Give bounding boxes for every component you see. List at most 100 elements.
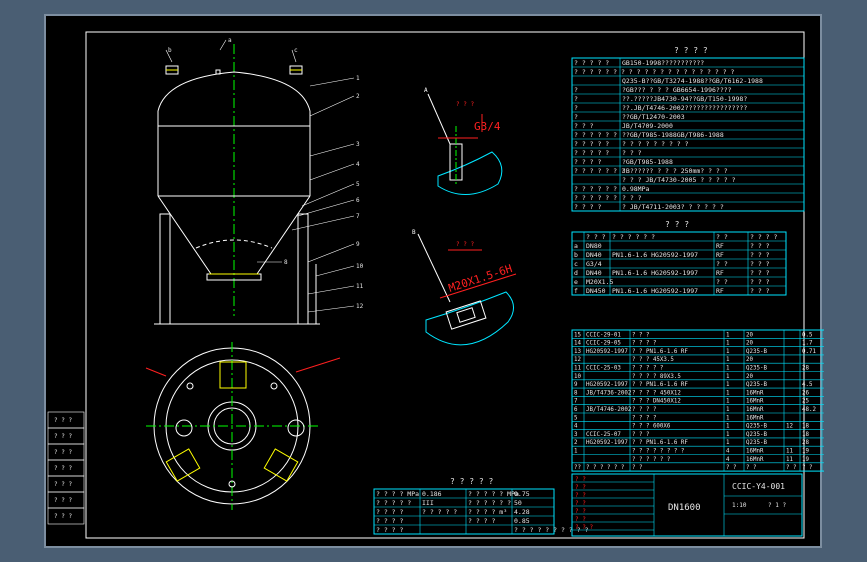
callout-leader [315,265,355,277]
parts-table-cell: 18 [802,424,809,430]
tech-table-cell: ? ? ? [622,194,642,202]
nozzle-table-cell: ? ? [716,278,728,286]
callout-number: 9 [356,241,360,248]
parts-table-cell: ? ? ? ? 89X3.5 [632,374,681,380]
callout-leader [309,163,355,181]
parts-table-cell: ? ? ? ? [632,341,656,347]
tech-table-cell: ??GB/T12470-2003 [622,113,685,121]
tech-table-cell: ? ? ? ? [574,203,601,211]
plan-bolt-2 [270,382,278,390]
title-block-label: ? ? [575,492,586,499]
title-block-frame [571,473,803,537]
nozzle-table-cell: ? ? ? [750,269,770,277]
nozzle-table-cell: DN450 [586,287,606,295]
parts-table-cell: ? ? ? DN450X12 [632,399,681,405]
cone-hidden-line [195,239,273,249]
tech-table-cell: JB/T4709-2000 [622,122,673,130]
part-name: DN1600 [668,503,701,513]
parts-table-cell: CCIC-25-07 [586,432,621,438]
design-table-cell: ? ? ? ? ? MPa [468,490,519,498]
callout-number: a [228,37,232,44]
callout-number: 7 [356,213,360,220]
callout-number: b [168,47,172,54]
nozzle-table-cell: PN1.6-1.6 HG20592-1997 [612,251,698,259]
parts-table-cell: 18 [802,432,809,438]
parts-table-cell: 4 [726,457,730,463]
tech-table-cell: ? ? ? ? ? ? [574,194,617,202]
parts-table-cell: JB/T4746-2002 [586,407,631,413]
engineering-drawing: ? ? ?? ? ?? ? ?? ? ?? ? ?? ? ?? ? ? [47,31,824,539]
parts-table-cell: 1 [726,382,730,388]
detail-g34: G3/4 ? ? ? A [424,87,503,195]
parts-table-cell: 19 [802,457,809,463]
nozzle-table-cell: M20X1.5 [586,278,613,286]
design-table-cell: III [422,499,434,507]
nozzle-table-cell: PN1.6-1.6 HG20592-1997 [612,269,698,277]
nozzle-table-cell: RF [716,287,724,295]
nozzle-table-cell: RF [716,269,724,277]
parts-table-cell: ? ? ? ? ? ? [632,457,670,463]
left-strip-cell [47,507,85,525]
parts-table-cell: ? ? [786,465,796,471]
technical-requirements-table: ? ? ? ? ?GB150-1998???????????? ? ? ? ? … [571,46,805,212]
parts-table-cell: 7 [574,399,578,405]
parts-table-cell: 4.5 [802,382,813,388]
design-table-cell: ? ? ? ? ? ? ? ? ? ? [514,526,588,534]
nozzle-table-cell: ? ? ? ? [750,233,777,241]
nozzle-table-cell: DN40 [586,251,602,259]
tech-table-cell: ? ? ? ? ? ? ? ? ? ? ? ? ? ? ? ? ? ? ? ? … [574,68,735,76]
drawing-number: CCIC-Y4-001 [732,482,785,491]
detail-b-ref: B [412,229,416,236]
tech-table-cell: ? ? ? ? ? [574,149,609,157]
tank-front-view [154,44,320,325]
nozzle-table-cell: ? ? ? [750,251,770,259]
tech-table-cell: ? ? ? ? ? [574,59,609,67]
tech-table-cell: ? ? ? [622,149,642,157]
parts-table-cell: 19 [802,449,809,455]
parts-table-cell: CCIC-29-05 [586,341,621,347]
callout-number: 2 [356,93,360,100]
parts-table-cell: HG20592-1997 [586,440,628,446]
nozzle-table-title: ? ? ? [665,220,689,229]
parts-table-cell: 1 [574,449,578,455]
parts-table-cell: 16MnR [746,449,764,455]
design-table-cell: ? ? ? ? [376,517,403,525]
callout-number: 12 [356,303,364,310]
callout-leader [309,95,355,117]
callout-leader [165,49,173,63]
parts-table-cell: ? ? [632,465,642,471]
parts-table-cell: 28 [802,366,809,372]
title-block-label: ? ? [575,476,586,483]
callout-number: 8 [284,259,288,266]
design-table-cell: ? ? ? ? m³ [468,508,507,516]
parts-table-cell: 1 [726,357,730,363]
parts-table-cell: 2 [574,440,578,446]
nozzle-table-frame [571,231,787,296]
tech-table-cell: 0.98MPa [622,185,649,193]
tech-table-cell: ? JB/T4711-2003? ? ? ? ? ? [622,203,724,211]
parts-table-cell: 4 [726,449,730,455]
nozzle-table-cell: a [574,242,578,250]
tech-table-cell: ? ? ? ? ? ? [574,185,617,193]
detail-m20: M20X1.5-6H ? ? ? B [412,229,517,346]
tech-table-cell: ?GB??? ? ? ? GB6654-1996???? [622,86,732,94]
parts-table-cell: ? ? PN1.6-1.6 RF [632,440,688,446]
detail-b-label: M20X1.5-6H [447,262,514,295]
callout-number: 11 [356,283,364,290]
parts-table-cell: ? ? [746,465,756,471]
plan-lug-top [219,361,247,389]
detail-b-boss [445,300,487,330]
parts-table-cell: CCIC-25-03 [586,366,621,372]
parts-table-cell: 13 [574,349,581,355]
parts-table-cell: 1 [726,374,730,380]
design-table-cell: ? ? ? ? [468,517,495,525]
left-strip-label: ? ? ? [54,465,72,472]
title-block-label: ? ? [575,516,586,523]
parts-table-cell: 10 [574,374,581,380]
parts-table-cell: 1 [726,399,730,405]
parts-table-cell: 11 [574,366,581,372]
parts-table-cell: HG20592-1997 [586,349,628,355]
nozzle-table-cell: RF [716,242,724,250]
cad-drawing-viewport[interactable]: ? ? ?? ? ?? ? ?? ? ?? ? ?? ? ?? ? ? [44,14,824,548]
